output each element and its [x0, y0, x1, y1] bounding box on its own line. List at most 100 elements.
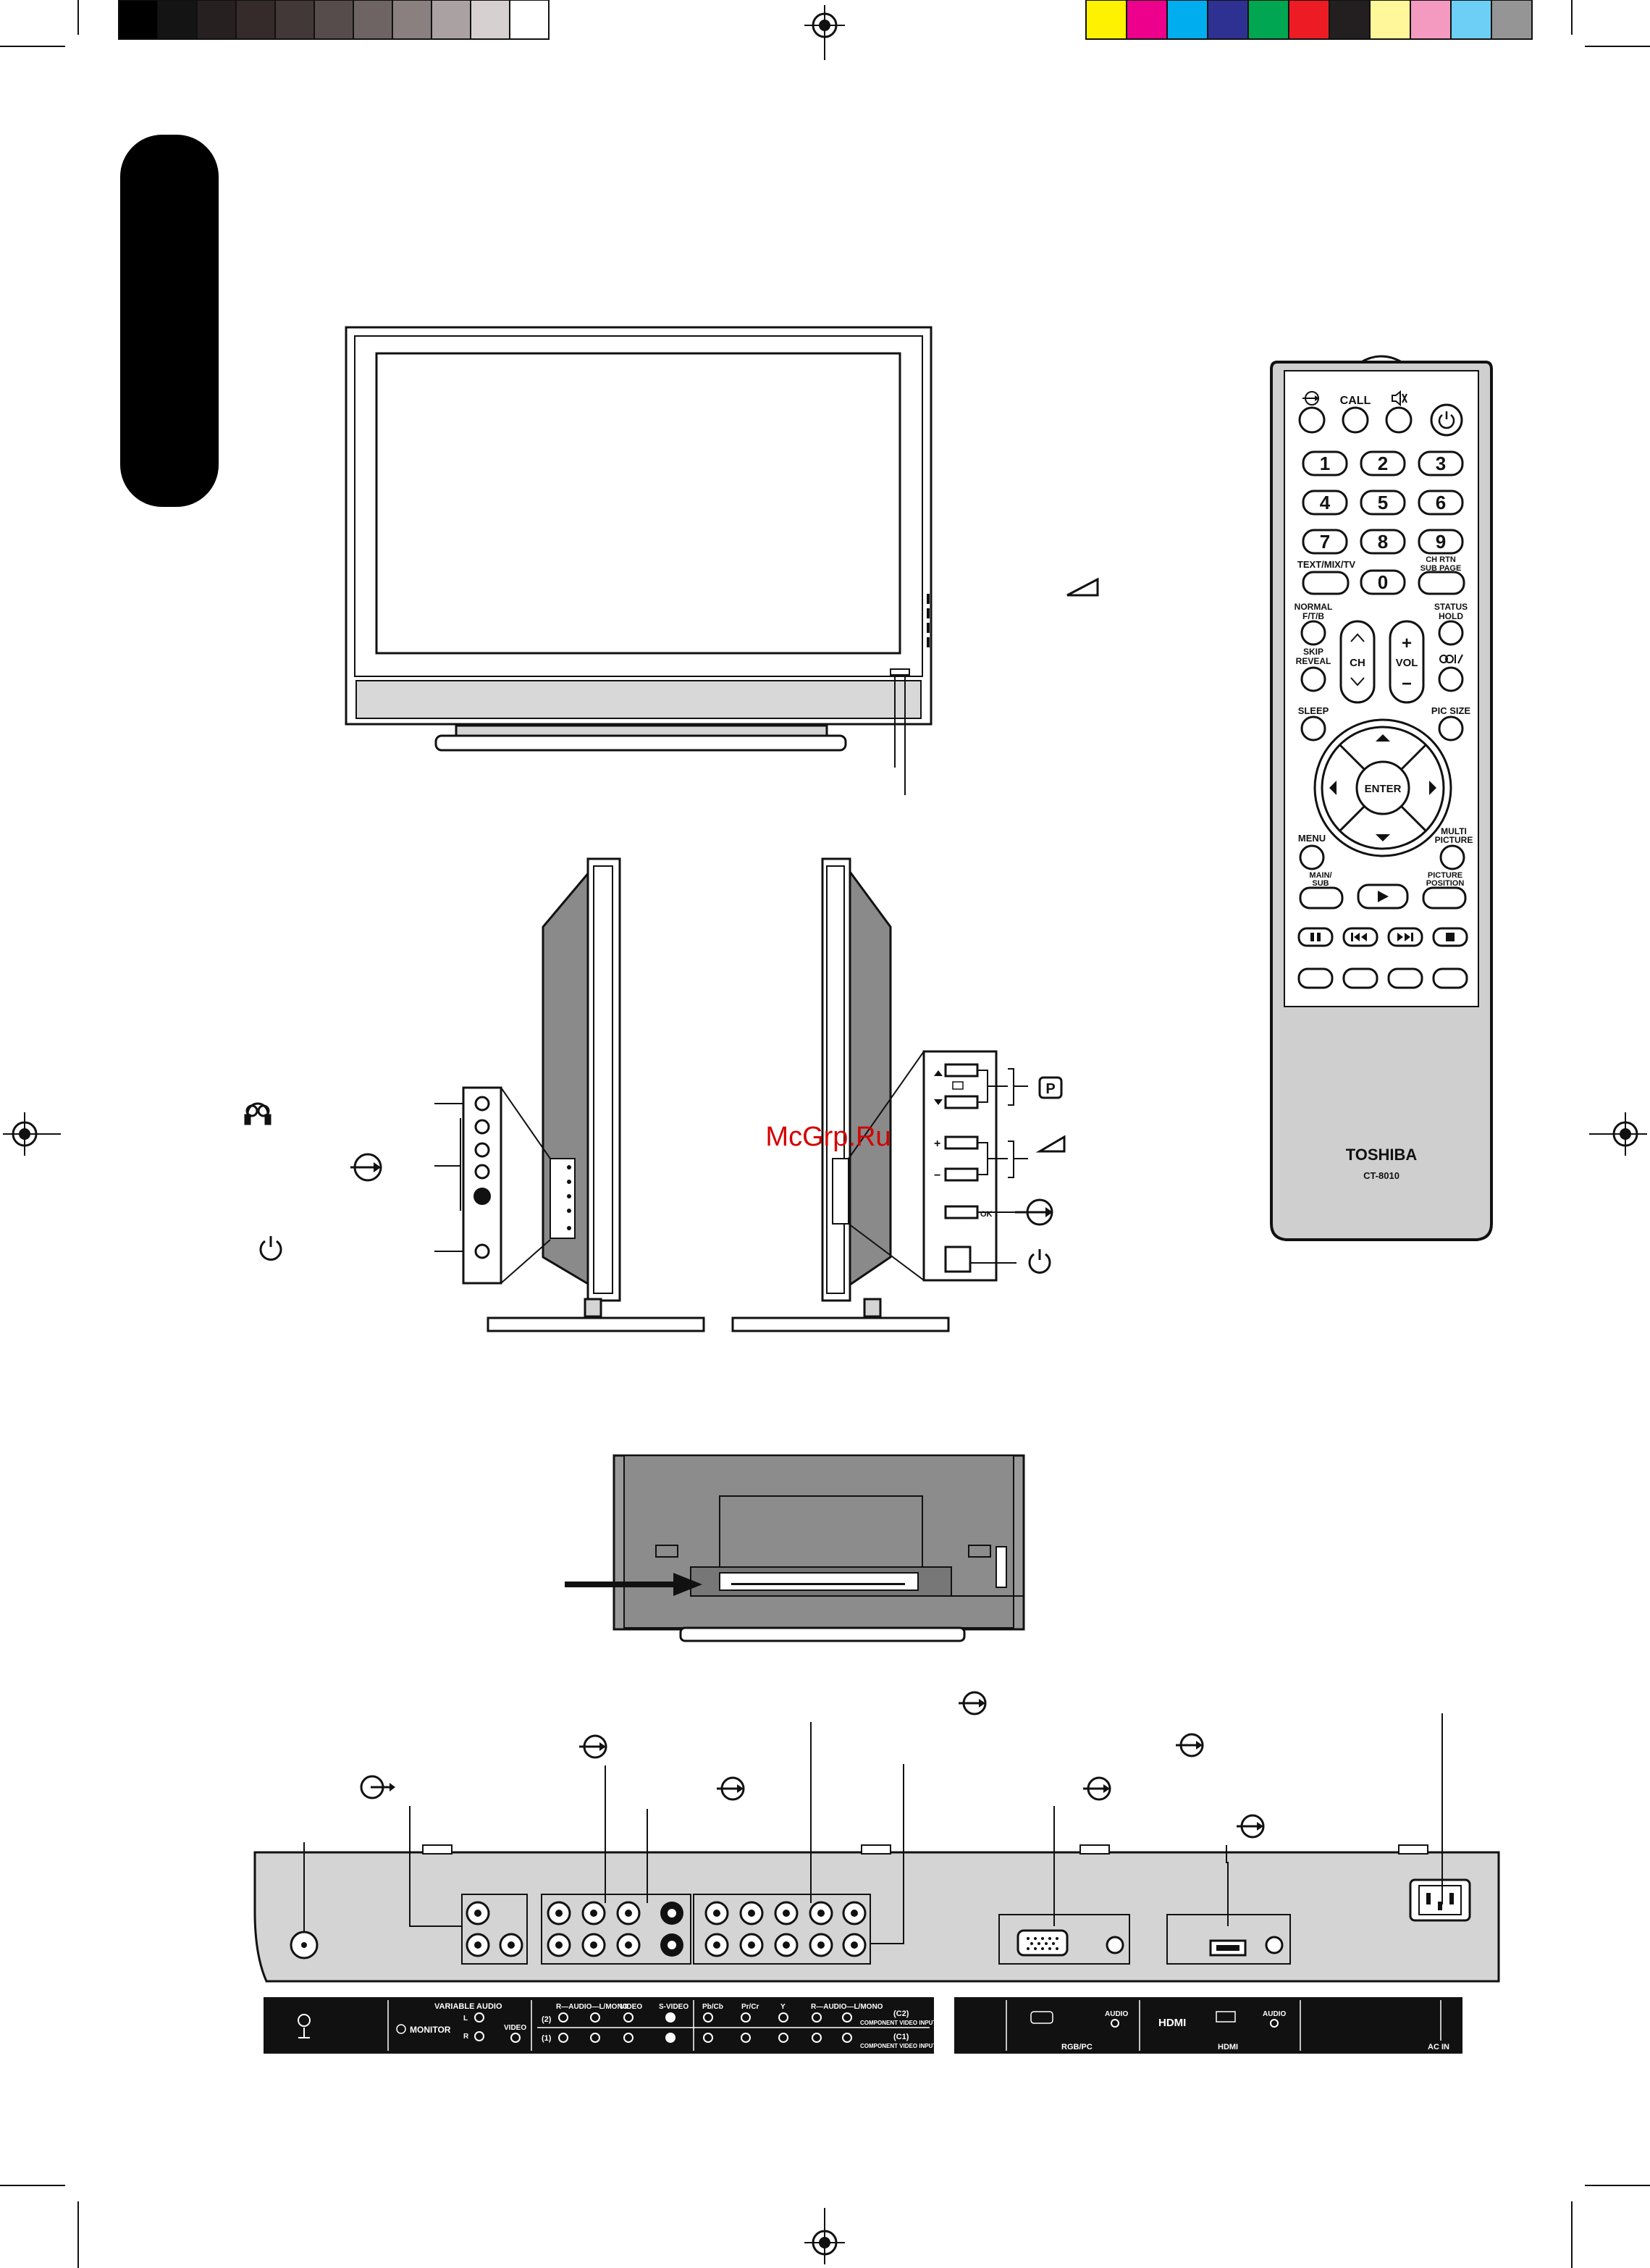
- number-button[interactable]: [1360, 450, 1406, 476]
- sub-label: SUB: [1312, 879, 1329, 888]
- strip-jack: [812, 2033, 822, 2043]
- rca-jack-pin: [625, 1941, 632, 1949]
- s-video-jack-center: [668, 1909, 676, 1918]
- number-label: 7: [1320, 531, 1330, 553]
- number-button[interactable]: [1302, 450, 1348, 476]
- ac-in-label: AC IN: [1428, 2043, 1449, 2051]
- component-label-c1: COMPONENT VIDEO INPUT: [860, 2043, 936, 2049]
- volume-icon: [1066, 577, 1099, 597]
- input-icon: [579, 1734, 607, 1759]
- mute-button[interactable]: [1385, 406, 1413, 434]
- sub-page-label: SUB PAGE: [1420, 564, 1462, 573]
- rgb-audio-label: AUDIO: [1105, 2010, 1128, 2018]
- menu-button[interactable]: [1299, 844, 1325, 870]
- skip-button[interactable]: [1300, 666, 1326, 692]
- number-label: 5: [1378, 492, 1388, 513]
- sleep-button[interactable]: [1300, 715, 1326, 742]
- rgb-pc-label: RGB/PC: [1061, 2043, 1093, 2051]
- text-mix-tv-label: TEXT/MIX/TV: [1297, 559, 1356, 570]
- l-label: L: [463, 2015, 468, 2023]
- process-color-bar: [1085, 0, 1533, 40]
- color-button-yellow[interactable]: [1387, 967, 1423, 989]
- number-button[interactable]: [1360, 569, 1406, 595]
- hdmi-label: HDMI: [1218, 2043, 1238, 2051]
- text-button[interactable]: [1302, 571, 1350, 595]
- strip-jack: [558, 2033, 568, 2043]
- input-icon: [1083, 1776, 1111, 1801]
- input-icon: [1176, 1733, 1204, 1757]
- pause-button[interactable]: [1297, 927, 1334, 947]
- power-button[interactable]: [1430, 403, 1463, 437]
- picture-label: PICTURE: [1428, 871, 1462, 880]
- number-label: 6: [1436, 492, 1446, 513]
- channel-rocker[interactable]: [1339, 620, 1376, 704]
- color-button-red[interactable]: [1297, 967, 1334, 989]
- callout-lines: [303, 1713, 1443, 1944]
- number-button[interactable]: [1418, 450, 1464, 476]
- mono-stereo-button[interactable]: [1438, 666, 1464, 692]
- fast-forward-icon: [1397, 933, 1413, 941]
- registration-mark-left: [3, 1112, 61, 1156]
- number-button[interactable]: [1302, 490, 1348, 516]
- color-swatch: [1491, 0, 1533, 40]
- ch-rtn-button[interactable]: [1418, 571, 1465, 595]
- registration-mark-right: [1589, 1112, 1647, 1156]
- picture-position-button[interactable]: [1422, 886, 1467, 910]
- output-icon: [360, 1775, 395, 1799]
- number-label: 3: [1436, 453, 1446, 474]
- rca-jack-pin: [713, 1910, 720, 1917]
- gray-swatch: [392, 0, 432, 40]
- main-sub-button[interactable]: [1299, 886, 1344, 910]
- pic-size-button[interactable]: [1438, 715, 1464, 742]
- volume-rocker[interactable]: [1389, 620, 1425, 704]
- gray-swatch: [470, 0, 510, 40]
- enter-button[interactable]: [1355, 760, 1410, 815]
- status-button[interactable]: [1438, 620, 1464, 646]
- menu-label: MENU: [1298, 833, 1326, 844]
- r-label: R: [463, 2033, 469, 2041]
- headphone-icon: [244, 1102, 272, 1125]
- number-button[interactable]: [1302, 529, 1348, 555]
- color-swatch: [1247, 0, 1289, 40]
- gray-scale-bar: [118, 0, 550, 40]
- tv-side-keys: [927, 594, 930, 647]
- strip-jack: [778, 2012, 788, 2023]
- rewind-button[interactable]: [1342, 927, 1378, 947]
- remote-mid: TEXT/MIX/TV CH RTN SUB PAGE NORMAL F/T/B…: [1295, 555, 1473, 1181]
- color-swatch: [1369, 0, 1411, 40]
- volume-icon: [1035, 1135, 1066, 1153]
- pause-icon: [1310, 933, 1321, 941]
- color-swatch: [1085, 0, 1127, 40]
- number-button[interactable]: [1360, 529, 1406, 555]
- remote-model: CT-8010: [1363, 1170, 1399, 1181]
- color-button-blue[interactable]: [1432, 967, 1468, 989]
- number-button[interactable]: [1418, 529, 1464, 555]
- multi-picture-button[interactable]: [1439, 844, 1465, 870]
- nav-right-icon: [1429, 781, 1436, 795]
- rca-jack-pin: [474, 1910, 481, 1917]
- rca-jack-pin: [748, 1910, 755, 1917]
- svg-text:+: +: [934, 1138, 940, 1150]
- subtitle-icon: [1439, 654, 1463, 664]
- rewind-icon: [1351, 933, 1367, 941]
- color-button-green[interactable]: [1342, 967, 1378, 989]
- s-video-jack-center: [668, 1941, 676, 1949]
- normal-button[interactable]: [1300, 620, 1326, 646]
- gray-swatch: [196, 0, 237, 40]
- hold-label: HOLD: [1439, 611, 1463, 621]
- number-button[interactable]: [1418, 490, 1464, 516]
- input-icon: [959, 1691, 987, 1715]
- number-label: 0: [1378, 571, 1388, 593]
- number-button[interactable]: [1360, 490, 1406, 516]
- reveal-label: REVEAL: [1296, 656, 1331, 666]
- input-button[interactable]: [1298, 406, 1326, 434]
- gray-swatch: [509, 0, 550, 40]
- gray-swatch: [118, 0, 159, 40]
- side-jack-panel: [434, 1086, 551, 1285]
- strip-jack: [590, 2012, 600, 2023]
- input-1-label: (1): [542, 2034, 552, 2043]
- tv-rear-view: [565, 1454, 1025, 1642]
- call-button[interactable]: [1342, 406, 1369, 434]
- ch-label: CH: [1350, 657, 1365, 669]
- rca-jack-pin: [713, 1941, 720, 1949]
